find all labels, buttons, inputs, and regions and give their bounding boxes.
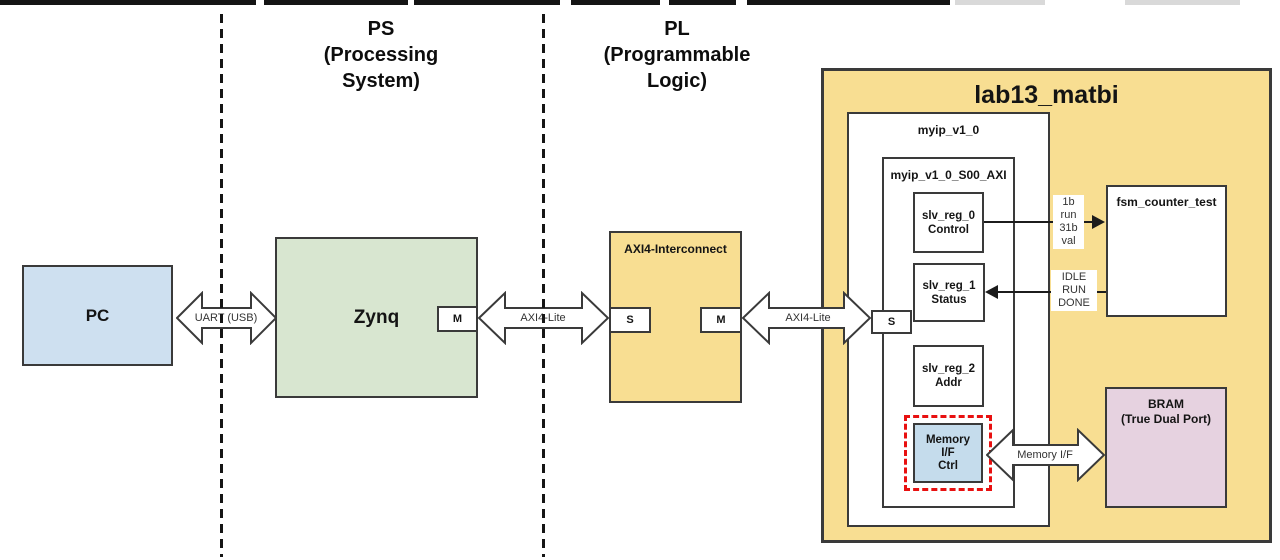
zynq-m-port: M (437, 306, 478, 332)
uart-link-label: UART (USB) (194, 312, 258, 324)
slv-reg-2-addr-block: slv_reg_2 Addr (913, 345, 984, 407)
interconnect-m-port: M (700, 307, 742, 333)
ps-boundary-dashed-line (220, 14, 223, 557)
memory-if-link-label: Memory I/F (1017, 449, 1073, 461)
axi4-lite-pl-double-arrow-icon (742, 291, 871, 345)
memory-if-ctrl-block: Memory I/F Ctrl (913, 423, 983, 483)
axi4-lite-pl-link-label: AXI4-Lite (785, 312, 831, 324)
status-signal-line (994, 291, 1106, 293)
top-bar-segment (0, 0, 256, 5)
slv-reg-1-status-block: slv_reg_1 Status (913, 263, 985, 322)
memory-if-double-arrow-icon (986, 428, 1105, 482)
memory-if-ctrl-highlight (904, 415, 992, 491)
pc-block: PC (22, 265, 173, 366)
control-signal-label: 1b run 31b val (1053, 195, 1084, 249)
top-bar-segment (1125, 0, 1240, 5)
interconnect-s-port: S (609, 307, 651, 333)
control-signal-line (984, 221, 1093, 223)
ps-lane-header: PS (Processing System) (323, 18, 439, 92)
top-bar-segment (669, 0, 736, 5)
top-bar-segment (747, 0, 950, 5)
bram-block: BRAM (True Dual Port) (1105, 387, 1227, 508)
fsm-counter-test-block: fsm_counter_test (1106, 185, 1227, 317)
top-bar-segment (955, 0, 1045, 5)
slv-reg-0-control-block: slv_reg_0 Control (913, 192, 984, 253)
uart-double-arrow-icon (176, 291, 277, 345)
control-signal-arrowhead-icon (1092, 215, 1105, 229)
pl-boundary-dashed-line (542, 14, 545, 557)
status-signal-arrowhead-icon (985, 285, 998, 299)
pl-lane-header: PL (Programmable Logic) (603, 18, 751, 92)
lab13-s-port: S (871, 310, 912, 334)
status-signal-label: IDLE RUN DONE (1051, 270, 1097, 311)
top-bar-segment (571, 0, 660, 5)
top-bar-segment (414, 0, 560, 5)
top-bar-segment (264, 0, 408, 5)
